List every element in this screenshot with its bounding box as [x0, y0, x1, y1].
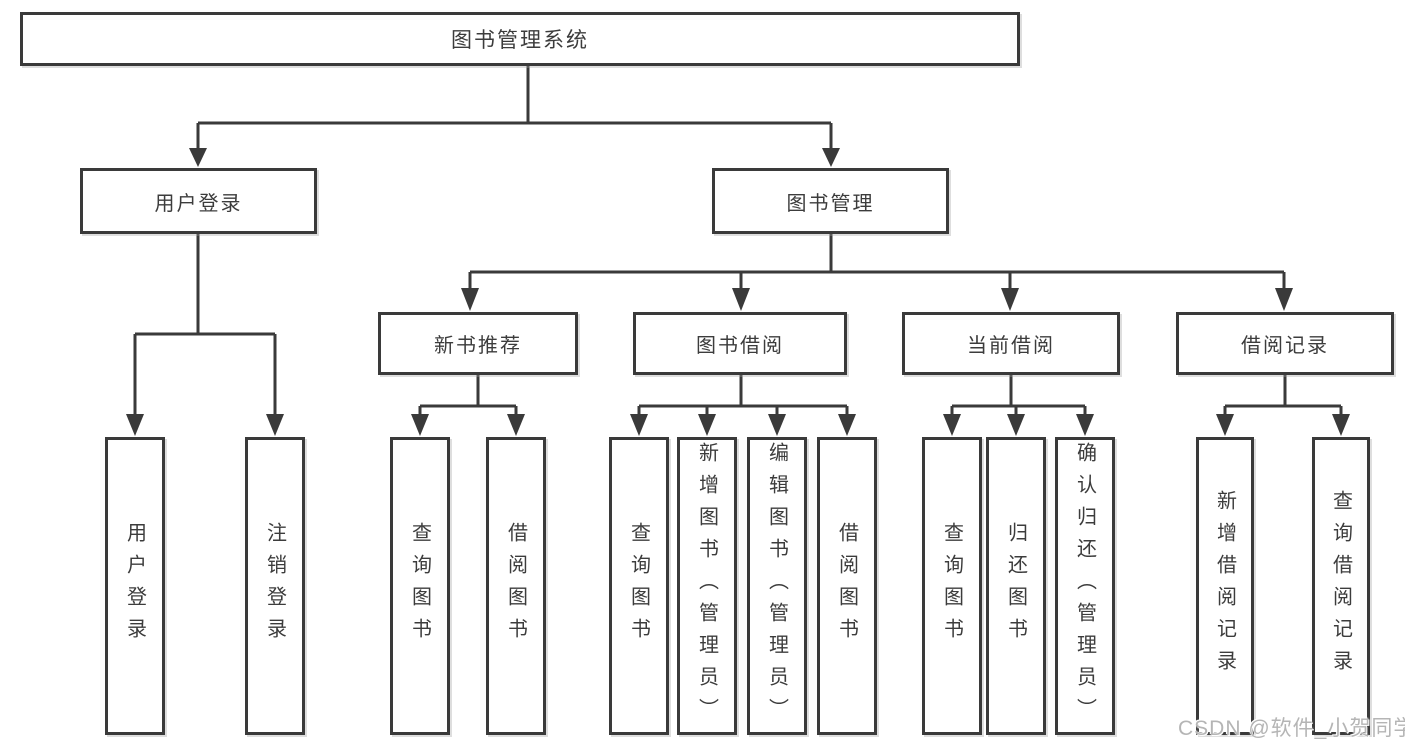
arrow-down-icon	[943, 414, 961, 436]
node-leaf-query-borrow-record: 查询借阅记录	[1312, 437, 1370, 735]
connector-book-borrow-branch	[637, 375, 849, 416]
node-borrow-records-label: 借阅记录	[1241, 335, 1329, 357]
node-current-borrow-label: 当前借阅	[967, 335, 1055, 357]
arrow-down-icon	[461, 288, 479, 311]
node-leaf-logout: 注销登录	[245, 437, 305, 735]
node-leaf-query-book-1: 查询图书	[390, 437, 450, 735]
node-root: 图书管理系统	[20, 12, 1020, 66]
node-leaf-confirm-return-admin: 确认归还（管理员）	[1055, 437, 1115, 735]
arrow-down-icon	[1275, 288, 1293, 311]
node-leaf-return-book: 归还图书	[986, 437, 1046, 735]
arrow-down-icon	[1332, 414, 1350, 436]
node-current-borrow: 当前借阅	[902, 312, 1120, 375]
node-borrow-records: 借阅记录	[1176, 312, 1394, 375]
arrow-down-icon	[126, 414, 144, 436]
connector-user-login-branch	[133, 234, 277, 416]
node-leaf-add-borrow-record: 新增借阅记录	[1196, 437, 1254, 735]
node-book-management-label: 图书管理	[786, 192, 875, 215]
arrow-down-icon	[1216, 414, 1234, 436]
node-leaf-query-book-3-label: 查询图书	[940, 522, 963, 650]
arrow-down-icon	[507, 414, 525, 436]
node-leaf-add-book-admin-label: 新增图书（管理员）	[695, 442, 718, 730]
csdn-watermark: CSDN @软件_小贺同学	[1178, 717, 1405, 740]
arrow-down-icon	[1007, 414, 1025, 436]
connector-current-borrow-branch	[950, 375, 1087, 416]
node-leaf-user-login-label: 用户登录	[123, 522, 146, 650]
node-leaf-borrow-book-2-label: 借阅图书	[835, 522, 858, 650]
node-leaf-confirm-return-admin-label: 确认归还（管理员）	[1073, 442, 1096, 730]
arrow-down-icon	[411, 414, 429, 436]
connector-borrow-record-branch	[1223, 375, 1343, 416]
arrow-down-icon	[189, 148, 207, 167]
arrow-down-icon	[630, 414, 648, 436]
node-leaf-query-borrow-record-label: 查询借阅记录	[1329, 490, 1352, 682]
arrow-down-icon	[732, 288, 750, 311]
node-user-login: 用户登录	[80, 168, 317, 234]
arrow-down-icon	[822, 148, 840, 167]
arrowheads	[126, 148, 1350, 436]
arrow-down-icon	[1076, 414, 1094, 436]
node-leaf-add-book-admin: 新增图书（管理员）	[677, 437, 737, 735]
node-new-book-recommend: 新书推荐	[378, 312, 578, 375]
node-user-login-label: 用户登录	[154, 192, 243, 215]
node-leaf-query-book-3: 查询图书	[922, 437, 982, 735]
node-new-book-recommend-label: 新书推荐	[434, 335, 522, 357]
node-leaf-user-login: 用户登录	[105, 437, 165, 735]
connector-root-to-level2	[196, 66, 833, 150]
connector-new-book-branch	[418, 375, 518, 416]
node-book-management: 图书管理	[712, 168, 949, 234]
node-leaf-query-book-1-label: 查询图书	[408, 522, 431, 650]
arrow-down-icon	[838, 414, 856, 436]
node-leaf-borrow-book-1: 借阅图书	[486, 437, 546, 735]
arrow-down-icon	[698, 414, 716, 436]
node-leaf-edit-book-admin-label: 编辑图书（管理员）	[765, 442, 788, 730]
node-leaf-return-book-label: 归还图书	[1004, 522, 1027, 650]
node-leaf-query-book-2: 查询图书	[609, 437, 669, 735]
arrow-down-icon	[266, 414, 284, 436]
connector-book-mgmt-branch	[468, 234, 1286, 290]
node-leaf-borrow-book-1-label: 借阅图书	[504, 522, 527, 650]
arrow-down-icon	[1001, 288, 1019, 311]
node-leaf-logout-label: 注销登录	[263, 522, 286, 650]
node-book-borrow: 图书借阅	[633, 312, 847, 375]
node-leaf-edit-book-admin: 编辑图书（管理员）	[747, 437, 807, 735]
node-leaf-add-borrow-record-label: 新增借阅记录	[1213, 490, 1236, 682]
node-leaf-borrow-book-2: 借阅图书	[817, 437, 877, 735]
node-book-borrow-label: 图书借阅	[696, 335, 784, 357]
arrow-down-icon	[768, 414, 786, 436]
node-root-label: 图书管理系统	[451, 29, 589, 52]
node-leaf-query-book-2-label: 查询图书	[627, 522, 650, 650]
